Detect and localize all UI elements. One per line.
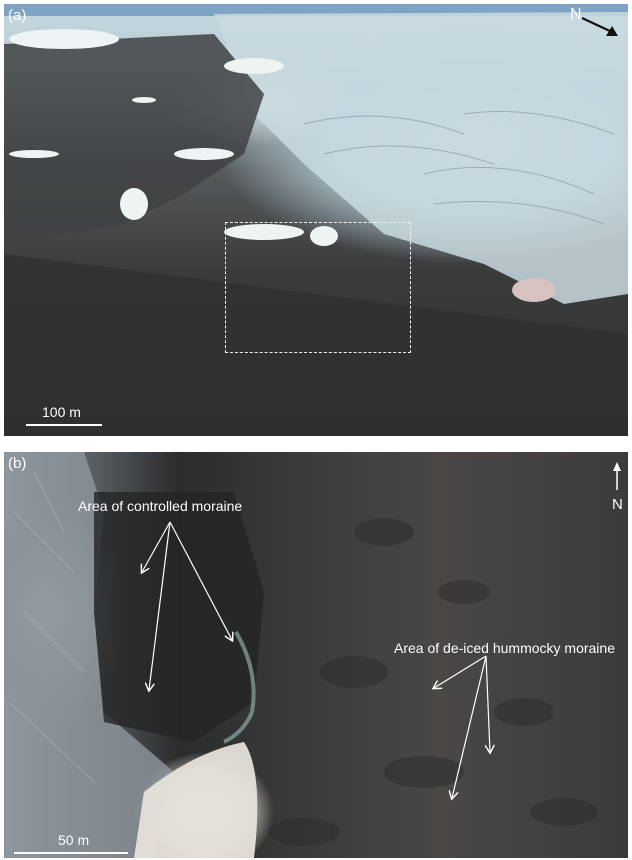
- panel-b-label: (b): [8, 455, 27, 472]
- scale-bar-b: 50 m: [14, 830, 134, 854]
- annotation-controlled-moraine: Area of controlled moraine: [78, 498, 243, 514]
- scale-label-a: 100 m: [42, 404, 81, 420]
- inset-extent-box: [225, 222, 411, 353]
- panel-a-label: (a): [8, 7, 27, 24]
- hummocky-moraine-arrows: [434, 655, 490, 798]
- north-label-a: N: [570, 6, 582, 23]
- scale-label-b: 50 m: [58, 832, 90, 848]
- vertical-satellite-view: (b) N Area of controlled moraine Area of…: [4, 452, 628, 858]
- oblique-satellite-view: (a) N 100 m: [4, 4, 628, 436]
- terrain-shading: [4, 4, 628, 436]
- north-label-b: N: [612, 496, 623, 513]
- terrain-shading: [4, 452, 598, 858]
- annotation-hummocky-moraine: Area of de-iced hummocky moraine: [394, 640, 615, 656]
- scale-line-a: [26, 424, 102, 426]
- north-arrow-icon: [613, 462, 621, 490]
- controlled-moraine-arrows: [142, 521, 232, 690]
- scale-bar-a: 100 m: [26, 402, 106, 426]
- north-arrow-a: N: [566, 6, 626, 46]
- annotation-arrows: [4, 521, 628, 858]
- north-arrow-b: N: [608, 460, 628, 516]
- north-arrow-icon: [581, 17, 618, 36]
- scale-line-b: [14, 852, 128, 854]
